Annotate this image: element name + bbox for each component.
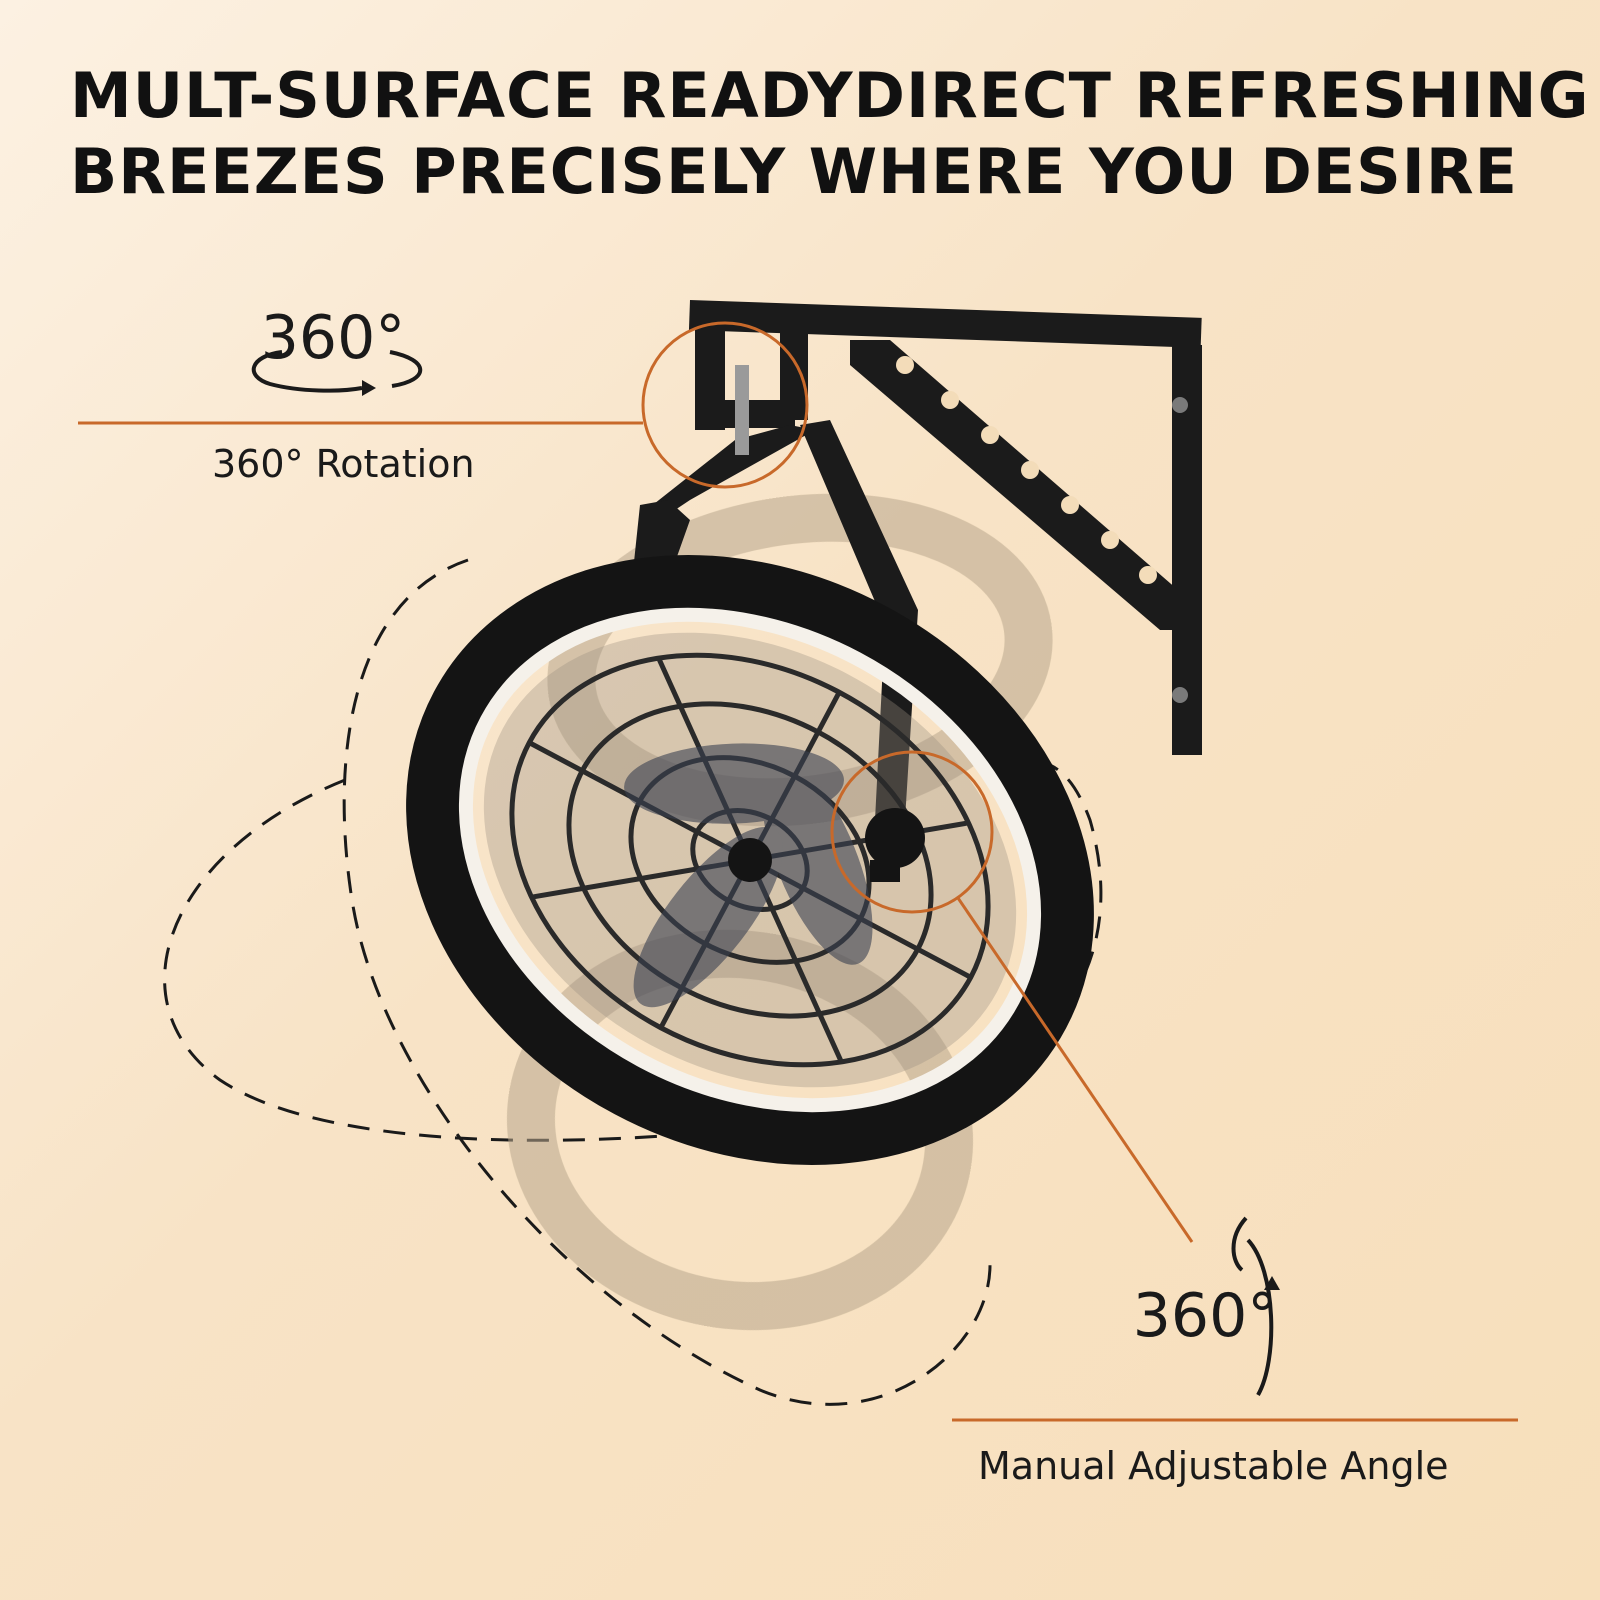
swing-path-dashes bbox=[163, 558, 1103, 1406]
wall-bracket bbox=[688, 300, 1202, 755]
fan-hub bbox=[728, 838, 772, 882]
vertical-rotate-arrow-icon bbox=[1231, 1216, 1280, 1396]
callout-circle-rotation bbox=[641, 321, 809, 489]
callout-circle-angle bbox=[830, 750, 994, 914]
headline-line-2: BREEZES PRECISELY WHERE YOU DESIRE bbox=[70, 135, 1518, 208]
angle-degrees: 360° bbox=[1133, 1281, 1278, 1351]
rotation-caption: 360° Rotation bbox=[212, 442, 475, 486]
tilt-knob bbox=[865, 808, 925, 882]
angle-caption: Manual Adjustable Angle bbox=[978, 1444, 1449, 1488]
callouts bbox=[78, 321, 1518, 1422]
headline-line-1: MULT-SURFACE READYDIRECT REFRESHING bbox=[70, 59, 1590, 132]
headline: MULT-SURFACE READYDIRECT REFRESHING BREE… bbox=[70, 58, 1590, 210]
fan bbox=[406, 555, 1094, 1165]
horizontal-rotate-arrow-icon bbox=[251, 350, 423, 396]
rotation-degrees: 360° bbox=[261, 303, 406, 373]
leader-line-angle bbox=[956, 897, 1194, 1243]
